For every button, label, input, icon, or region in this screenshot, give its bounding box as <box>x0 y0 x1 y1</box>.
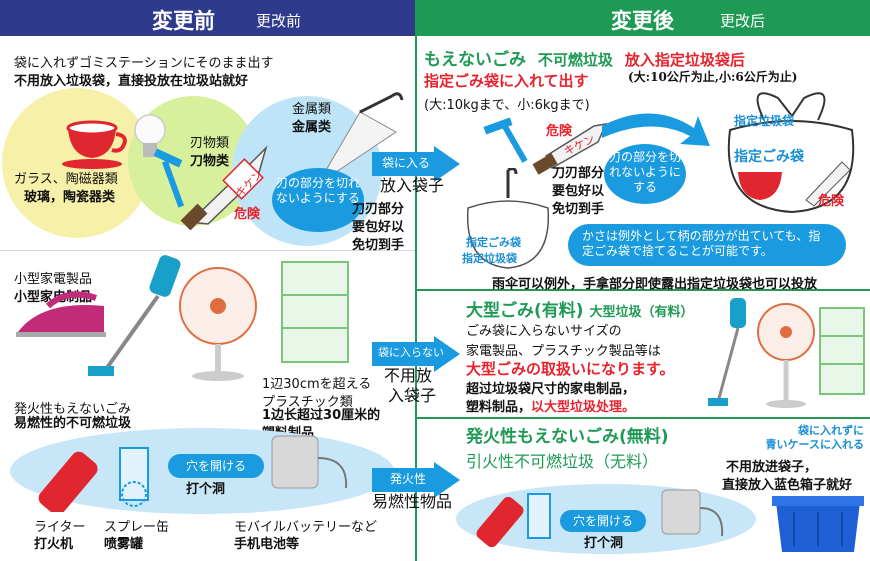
glass-cn: 玻璃，陶瓷器类 <box>24 190 116 205</box>
blade-jp: 刃物類 <box>190 136 230 151</box>
flammable-items-right-icon <box>476 489 724 548</box>
wrap-cn-left-3: 免切到手 <box>352 238 405 253</box>
hole-cn-right: 打个洞 <box>584 536 624 551</box>
header-after: 変更後 更改后 <box>415 0 870 36</box>
bag-label-big-2: 指定ごみ袋 <box>734 149 804 165</box>
header-before-cn: 更改前 <box>256 12 302 30</box>
spray-jp: スプレー缶 <box>104 520 170 535</box>
arrow3-cn: 易燃性物品 <box>372 492 453 511</box>
s2-cn2: 塑料制品， <box>466 400 532 415</box>
flammable-items-icon <box>38 435 348 512</box>
umbrella-bubble: かさは例外として柄の部分が出ていても、指定ごみ袋で捨てることが可能です。 <box>568 224 846 266</box>
s3-title-cn: 引火性不可燃垃圾（无料） <box>466 452 659 471</box>
arrow-to-bag-icon <box>602 113 710 146</box>
plastic-jp-2: プラスチック類 <box>262 395 353 410</box>
battery-cn: 手机电池等 <box>234 537 300 552</box>
lighter-cn: 打火机 <box>34 537 74 552</box>
wrap-cn-left-2: 要包好以 <box>352 220 405 235</box>
s2-cn1: 超过垃圾袋尺寸的家电制品， <box>466 382 636 397</box>
metal-jp: 金属類 <box>292 102 332 117</box>
arrow1-jp: 袋に入る <box>382 156 431 170</box>
arrow3-jp: 発火性 <box>390 472 427 486</box>
s2-cn3: 以大型垃圾处理。 <box>531 400 636 415</box>
wrap-bubble-left: 刃の部分を切れないようにする <box>272 168 364 232</box>
arrow-flammable-icon <box>372 462 460 498</box>
right-divider-2 <box>415 417 870 419</box>
s2-title: 大型ごみ(有料) 大型垃圾（有料） <box>466 296 693 321</box>
designated-bag-icon <box>727 92 855 214</box>
bag-label-small-1: 指定ごみ袋 <box>466 236 521 249</box>
hole-bubble-left: 穴を開ける <box>168 454 264 478</box>
razor-and-knife-right-icon: キケン <box>483 117 608 175</box>
wrap-cn-left-1: 刀刃部分 <box>352 202 405 217</box>
blade-cn: 刀物类 <box>190 154 230 169</box>
lighter-jp: ライター <box>34 520 86 535</box>
danger-label-left: 危険 <box>234 207 261 222</box>
box-cn-2: 直接放入蓝色箱子就好 <box>722 478 853 493</box>
left-divider <box>0 250 415 251</box>
s2-cn2-wrap: 塑料制品，以大型垃圾处理。 <box>466 396 635 415</box>
plastic-jp-1: 1辺30cmを超える <box>262 377 372 392</box>
s2-line1: ごみ袋に入らないサイズの <box>466 324 622 339</box>
header-before-jp: 変更前 <box>152 9 215 33</box>
bag-label-big-1: 指定垃圾袋 <box>734 114 795 128</box>
glass-jp: ガラス、陶磁器類 <box>14 172 118 187</box>
s1-title-jp: もえないごみ <box>424 50 526 70</box>
arrow-bag-in-icon <box>372 146 460 182</box>
wrap-cn-right-3: 免切到手 <box>552 202 605 217</box>
arrow1-cn: 放入袋子 <box>380 176 445 195</box>
metal-cn: 金属类 <box>292 120 332 135</box>
right-divider-1 <box>415 289 870 291</box>
umbrella-bag-icon <box>466 168 550 269</box>
blue-case-icon <box>772 496 864 552</box>
s1-line2-jp: 指定ごみ袋に入れて出す <box>424 72 589 90</box>
battery-jp: モバイルバッテリーなど <box>234 520 378 535</box>
header-before: 変更前 更改前 <box>0 0 415 36</box>
arrow2-cn-1: 不用放 <box>384 366 433 385</box>
wrap-bubble-right: 刃の部分を切れないようにする <box>604 144 686 204</box>
large-items-icon <box>708 298 865 408</box>
header-after-cn: 更改后 <box>720 12 766 30</box>
bag-label-small-2: 指定垃圾袋 <box>462 252 517 265</box>
wrap-cn-right-1: 刀刃部分 <box>552 166 605 181</box>
s1-title: もえないごみ 不可燃垃圾 放入指定垃圾袋后 <box>424 45 745 70</box>
spray-cn: 喷雾罐 <box>104 537 144 552</box>
box-jp-1: 袋に入れずに <box>798 424 864 437</box>
danger-label-right: 危険 <box>546 124 573 139</box>
arrow2-jp: 袋に入らない <box>378 346 444 359</box>
wrap-cn-right-2: 要包好以 <box>552 184 605 199</box>
small-jp: 小型家電製品 <box>14 272 93 287</box>
s2-title-cn: 大型垃圾（有料） <box>589 305 694 320</box>
umbrella-cn: 雨伞可以例外，手拿部分即使露出指定垃圾袋也可以投放 <box>492 277 818 292</box>
s2-title-jp: 大型ごみ(有料) <box>466 301 584 321</box>
danger-label-bag: 危険 <box>818 194 845 209</box>
s2-line2: 家電製品、プラスチック製品等は <box>466 344 661 359</box>
header-after-jp: 変更後 <box>611 9 674 33</box>
hole-cn-left: 打个洞 <box>186 482 226 497</box>
plastic-cn-1: 1边长超过30厘米的 <box>262 408 381 423</box>
flam-cn: 易燃性的不可燃垃圾 <box>14 416 132 431</box>
cup-and-bulb-icon <box>62 114 166 169</box>
noncomb-cn: 不用放入垃圾袋，直接投放在垃圾站就好 <box>14 74 249 89</box>
center-divider <box>415 36 417 561</box>
arrow-bag-out-icon <box>372 336 460 372</box>
s2-line3: 大型ごみの取扱いになります。 <box>466 360 675 378</box>
box-cn-1: 不用放进袋子， <box>726 460 818 475</box>
arrow2-cn-2: 入袋子 <box>388 386 437 405</box>
s1-title-cn: 不可燃垃圾 <box>537 51 613 69</box>
s1-limit-jp: (大:10kgまで、小:6kgまで) <box>424 98 590 113</box>
s3-title-jp: 発火性もえないごみ(無料) <box>466 427 669 447</box>
noncomb-jp: 袋に入れずゴミステーションにそのまま出す <box>14 56 274 71</box>
box-jp-2: 青いケースに入れる <box>765 438 864 451</box>
umbrella-icon <box>317 92 404 185</box>
s1-bag-cn: 放入指定垃圾袋后 <box>624 51 745 69</box>
s1-limit-cn: (大:10公斤为止,小:6公斤为止) <box>628 70 798 84</box>
razor-and-knife-icon: キケン <box>153 145 268 230</box>
flam-jp: 発火性もえないごみ <box>14 402 132 417</box>
hole-bubble-right: 穴を開ける <box>560 510 646 532</box>
appliances-icon <box>16 255 349 381</box>
